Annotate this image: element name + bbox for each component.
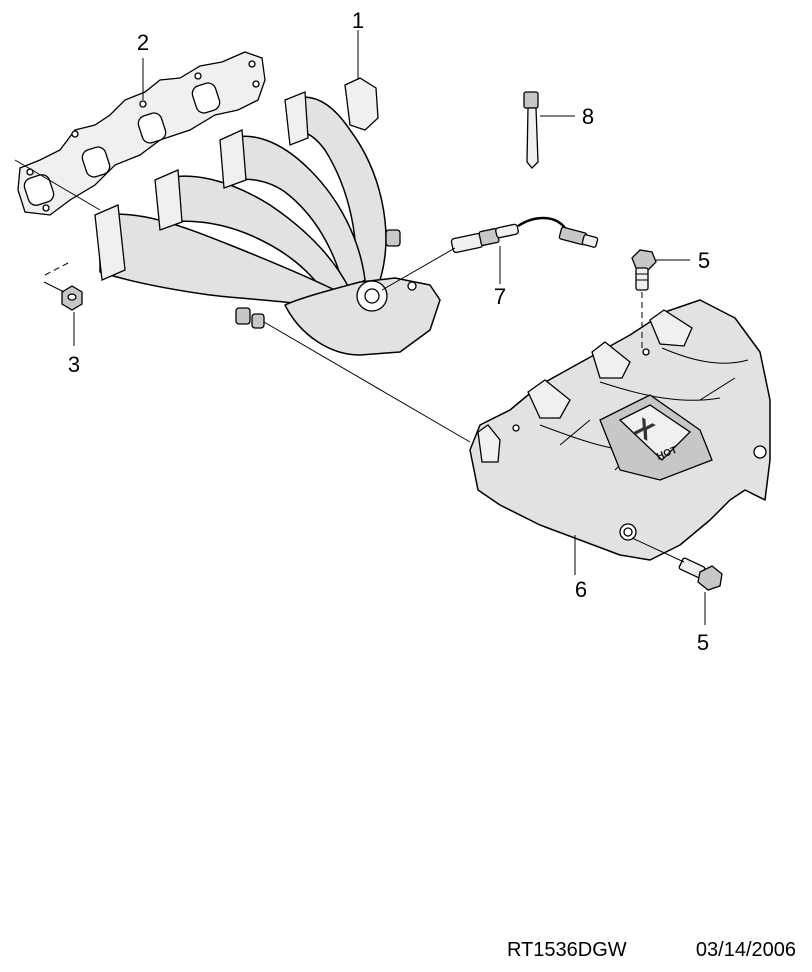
exhaust-manifold-gasket (17, 51, 266, 216)
drawing-number: RT1536DGW (507, 939, 627, 961)
heat-shield: X HOT (469, 299, 771, 561)
leader-lines (14, 30, 706, 625)
callout-6: 6 (575, 577, 587, 602)
exhaust-manifold (94, 77, 441, 356)
drawing-date: 03/14/2006 (696, 939, 796, 961)
cable-tie (523, 91, 539, 169)
heat-shield-bolt-lower (678, 557, 723, 591)
callout-5-lower: 5 (697, 630, 709, 655)
drawing-footer: RT1536DGW 03/14/2006 (507, 939, 796, 961)
callout-8: 8 (582, 104, 594, 129)
oxygen-sensor (450, 216, 599, 254)
callout-2: 2 (137, 30, 149, 55)
callout-1: 1 (352, 8, 364, 33)
callout-7: 7 (494, 284, 506, 309)
callout-labels: 1 2 3 5 5 6 7 8 (68, 8, 710, 655)
heat-shield-bolt-upper (631, 249, 657, 291)
manifold-nut (61, 285, 83, 311)
callout-3: 3 (68, 352, 80, 377)
callout-5-upper: 5 (698, 248, 710, 273)
